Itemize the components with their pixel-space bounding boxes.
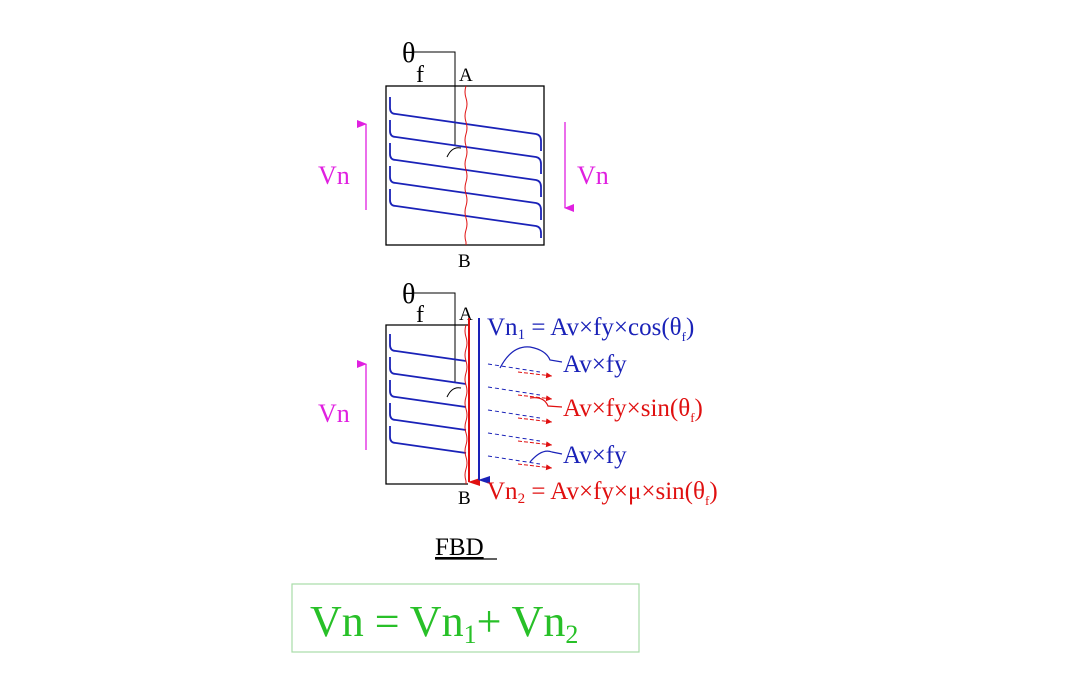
summary-lhs: Vn = Vn xyxy=(310,597,464,646)
summary-subscript-1: 1 xyxy=(464,620,477,649)
fbd-friction-line-2 xyxy=(517,394,553,402)
vn2-theta-subscript: f xyxy=(705,493,710,508)
top-stirrup-5 xyxy=(389,189,542,238)
fbd-friction-line-3 xyxy=(517,417,553,425)
vn2-expression: = Av×fy×μ×sin(θ xyxy=(525,478,705,505)
fbd-crack-line xyxy=(464,324,468,484)
fbd-leader-avfy-2 xyxy=(529,450,563,463)
fbd-concrete-block xyxy=(385,324,468,485)
fbd-stirrup-force-line-4 xyxy=(487,432,541,442)
fbd-theta-label: θ xyxy=(402,279,415,310)
top-crack-line xyxy=(464,85,468,245)
top-left-force-label: Vn xyxy=(318,161,350,190)
top-theta-leader xyxy=(413,51,456,145)
fbd-stirrup-1 xyxy=(389,334,467,362)
vn1-subscript: 1 xyxy=(518,327,526,343)
vn1-equation: Vn1 = Av×fy×cos(θf) xyxy=(487,314,694,344)
summary-equation-box xyxy=(291,583,640,653)
vn2-close-paren: ) xyxy=(709,478,717,505)
label-avfy-upper: Av×fy xyxy=(563,351,627,378)
fbd-stirrup-2 xyxy=(389,357,467,385)
fbd-stirrup-force-line-1 xyxy=(487,363,541,373)
vn2-subscript: 2 xyxy=(518,491,526,507)
top-stirrup-1 xyxy=(389,97,542,151)
fbd-point-a-label: A xyxy=(459,304,473,325)
fbd-friction-line-1 xyxy=(517,371,553,379)
top-point-a-label: A xyxy=(459,65,473,86)
top-theta-label: θ xyxy=(402,38,415,69)
fbd-leader-avfy-1 xyxy=(499,346,563,369)
fbd-friction-force-lines xyxy=(517,371,553,471)
label-sin-close: ) xyxy=(695,395,703,422)
summary-equation: Vn = Vn1+ Vn2 xyxy=(310,597,578,649)
label-avfy-lower: Av×fy xyxy=(563,442,627,469)
fbd-theta-subscript: f xyxy=(416,302,424,328)
vn1-theta-subscript: f xyxy=(682,329,687,344)
fbd-left-force-label: Vn xyxy=(318,399,350,428)
fbd-stirrup-force-line-5 xyxy=(487,455,541,465)
fbd-friction-line-5 xyxy=(517,463,553,471)
vn2-equation: Vn2 = Av×fy×μ×sin(θf) xyxy=(487,478,718,508)
top-right-force-label: Vn xyxy=(577,161,609,190)
fbd-leader-sin xyxy=(529,397,563,408)
fbd-caption: FBD xyxy=(435,534,484,561)
vn1-close-paren: ) xyxy=(686,314,694,341)
fbd-angle-arc xyxy=(446,387,462,398)
fbd-stirrup-force-line-3 xyxy=(487,409,541,419)
label-avfy-sin: Av×fy×sin(θf) xyxy=(563,395,703,425)
summary-plus-vn: + Vn xyxy=(477,597,566,646)
fbd-theta-leader xyxy=(413,292,456,383)
top-concrete-block xyxy=(385,85,545,246)
top-diagram: θ f A B Vn Vn xyxy=(318,38,609,272)
label-sin-main: Av×fy×sin(θ xyxy=(563,395,690,422)
top-angle-arc xyxy=(446,147,462,158)
fbd-point-b-label: B xyxy=(458,488,471,509)
fbd-stirrup-4 xyxy=(389,403,467,431)
vn2-main: Vn xyxy=(487,478,518,505)
vn1-main: Vn xyxy=(487,314,518,341)
top-point-b-label: B xyxy=(458,251,471,272)
fbd-stirrup-5 xyxy=(389,426,467,454)
top-theta-subscript: f xyxy=(416,62,424,88)
fbd-stirrup-force-lines xyxy=(487,363,541,465)
fbd-friction-line-4 xyxy=(517,440,553,448)
fbd-stirrups xyxy=(389,334,467,454)
fbd-diagram: θ f A B xyxy=(318,279,718,509)
vn1-expression: = Av×fy×cos(θ xyxy=(525,314,682,341)
summary-subscript-2: 2 xyxy=(565,620,578,649)
fbd-stirrup-3 xyxy=(389,380,467,408)
label-sin-subscript: f xyxy=(690,410,695,425)
fbd-stirrup-force-line-2 xyxy=(487,386,541,396)
